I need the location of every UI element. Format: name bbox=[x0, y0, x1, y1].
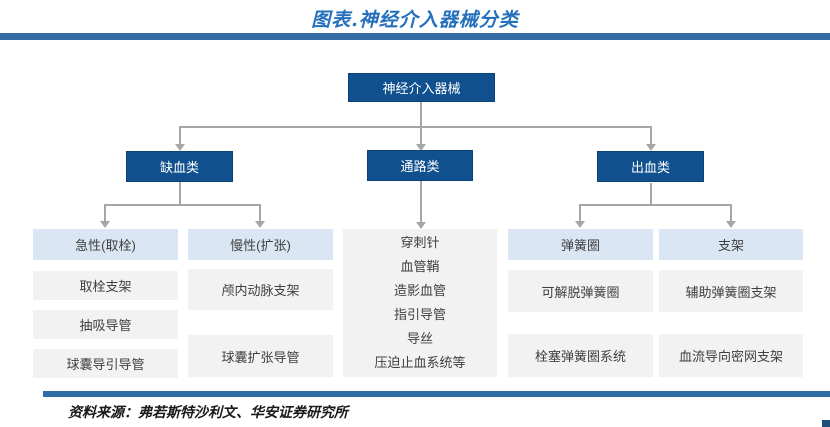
node-sub-stent: 支架 bbox=[659, 229, 803, 260]
connector-drop-stent bbox=[730, 204, 732, 221]
node-sub-chronic: 慢性(扩张) bbox=[188, 229, 333, 260]
connector-drop-chronic bbox=[259, 204, 261, 221]
arrow-hemorrhagic-icon bbox=[646, 144, 656, 151]
arrow-access-box-icon bbox=[416, 222, 426, 229]
connector-drop-acute bbox=[104, 204, 106, 221]
node-leaf-balloon-guide-catheter: 球囊导引导管 bbox=[33, 349, 178, 378]
node-leaf-thrombectomy-stent: 取栓支架 bbox=[33, 271, 178, 300]
connector-drop-access bbox=[420, 126, 422, 144]
access-item: 造影血管 bbox=[393, 283, 446, 298]
node-leaf-detachable-coil: 可解脱弹簧圈 bbox=[508, 270, 653, 312]
page-corner-mark bbox=[822, 420, 830, 427]
access-item: 血管鞘 bbox=[400, 259, 440, 274]
connector-hemorrhagic-rail bbox=[579, 204, 732, 206]
node-category-access: 通路类 bbox=[367, 150, 473, 181]
access-item: 压迫止血系统等 bbox=[374, 355, 466, 370]
connector-access-stub bbox=[420, 181, 422, 222]
node-category-ischemic: 缺血类 bbox=[126, 151, 233, 182]
node-leaf-embolic-coil-system: 栓塞弹簧圈系统 bbox=[508, 334, 653, 377]
connector-drop-coil bbox=[579, 204, 581, 221]
node-sub-acute: 急性(取栓) bbox=[33, 229, 178, 260]
header-divider-bar bbox=[0, 33, 830, 40]
arrow-stent-icon bbox=[726, 221, 736, 228]
footer-divider-bar bbox=[43, 391, 830, 397]
node-root: 神经介入器械 bbox=[348, 73, 495, 102]
arrow-chronic-icon bbox=[255, 221, 265, 228]
connector-ischemic-rail bbox=[104, 204, 261, 206]
connector-level2-rail bbox=[179, 126, 651, 128]
access-item: 导丝 bbox=[406, 331, 433, 346]
access-item: 指引导管 bbox=[393, 307, 446, 322]
arrow-coil-icon bbox=[575, 221, 585, 228]
figure-title: 图表.神经介入器械分类 bbox=[311, 9, 519, 31]
node-leaf-coil-assist-stent: 辅助弹簧圈支架 bbox=[659, 270, 803, 312]
node-access-items-box: 穿刺针 血管鞘 造影血管 指引导管 导丝 压迫止血系统等 bbox=[343, 229, 497, 377]
arrow-access-icon bbox=[416, 144, 426, 151]
source-attribution: 资料来源：弗若斯特沙利文、华安证券研究所 bbox=[68, 405, 348, 421]
node-sub-coil: 弹簧圈 bbox=[508, 229, 653, 260]
node-category-hemorrhagic: 出血类 bbox=[597, 151, 704, 182]
connector-root-stub bbox=[420, 102, 422, 126]
arrow-ischemic-icon bbox=[175, 144, 185, 151]
connector-drop-ischemic bbox=[179, 126, 181, 144]
node-leaf-intracranial-artery-stent: 颅内动脉支架 bbox=[188, 269, 333, 310]
node-leaf-flow-diverter-stent: 血流导向密网支架 bbox=[659, 334, 803, 377]
connector-drop-hemorrhagic bbox=[650, 126, 652, 144]
connector-ischemic-stub bbox=[179, 182, 181, 204]
access-item: 穿刺针 bbox=[400, 235, 440, 250]
node-leaf-aspiration-catheter: 抽吸导管 bbox=[33, 310, 178, 339]
node-leaf-balloon-dilation-catheter: 球囊扩张导管 bbox=[188, 335, 333, 377]
arrow-acute-icon bbox=[100, 221, 110, 228]
connector-hemorrhagic-stub bbox=[650, 183, 652, 204]
